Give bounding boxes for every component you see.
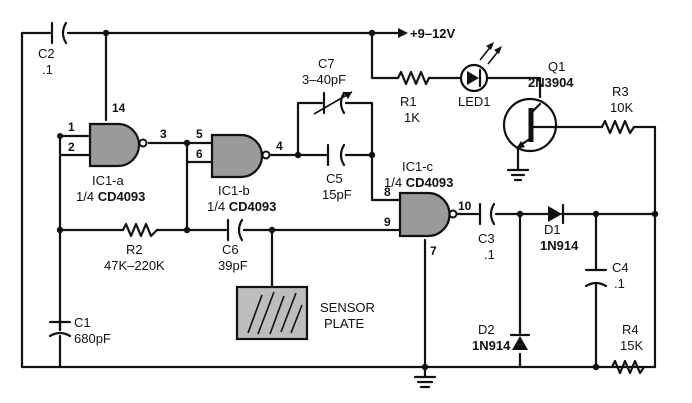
resistor-r1 [396,70,431,86]
c5-value: 15pF [322,187,352,202]
c4-ref: C4 [612,260,629,275]
resistor-r2 [121,222,159,238]
r2-ref: R2 [126,242,143,257]
c3-ref: C3 [478,231,495,246]
r2-value: 47K–220K [104,258,165,273]
gate-ic1c [398,191,458,238]
c7-value: 3–40pF [302,72,346,87]
pin-7: 7 [430,244,437,258]
pin-9: 9 [384,215,391,229]
r1-value: 1K [404,110,420,125]
r1-ref: R1 [400,94,417,109]
sensor-label-line2: PLATE [324,316,365,331]
gate-ic1a [88,122,148,168]
pin-3: 3 [160,127,167,141]
c6-value: 39pF [218,258,248,273]
r3-ref: R3 [612,84,629,99]
diode-d2 [509,333,531,350]
led1-ref: LED1 [458,94,491,109]
resistor-r4 [610,359,646,375]
pin-4: 4 [276,139,283,153]
c4-value: .1 [614,276,625,291]
resistor-r3 [600,119,636,135]
capacitor-c5 [326,143,346,167]
pin-2: 2 [68,140,75,154]
r3-value: 10K [610,100,633,115]
led1 [459,42,502,93]
sensor-label-line1: SENSOR [320,300,375,315]
c1-value: 680pF [74,331,111,346]
ic1c-name: IC1-c [402,159,434,174]
pin-14: 14 [112,101,126,115]
ic1b-name: IC1-b [218,183,250,198]
c6-ref: C6 [222,242,239,257]
c1-ref: C1 [74,315,91,330]
c5-ref: C5 [326,171,343,186]
d2-ref: D2 [478,322,495,337]
c3-value: .1 [484,247,495,262]
r4-ref: R4 [622,322,639,337]
pin-8: 8 [384,185,391,199]
capacitor-c2 [50,21,68,45]
d1-part: 1N914 [540,238,579,253]
capacitor-c3 [478,202,496,226]
c2-value: .1 [42,62,53,77]
gate-ic1b [210,133,271,179]
d1-ref: D1 [544,222,561,237]
capacitor-c6 [226,218,244,242]
diode-d1 [548,203,565,225]
ic1a-name: IC1-a [92,173,125,188]
q1-ref: Q1 [548,59,565,74]
ic1c-part: 1/4 CD4093 [384,175,453,190]
pin-10: 10 [458,199,472,213]
capacitor-c7 [313,91,353,115]
capacitor-c1 [48,318,72,338]
pin-6: 6 [196,147,203,161]
ic1a-part: 1/4 CD4093 [76,189,145,204]
capacitor-c4 [584,268,608,288]
pin-5: 5 [196,127,203,141]
ic1b-part: 1/4 CD4093 [207,199,276,214]
r4-value: 15K [620,338,643,353]
junctions [56,29,659,371]
ground-main [413,365,437,389]
pin-1: 1 [68,120,75,134]
sensor-plate [235,285,309,341]
supply-label: +9–12V [410,26,456,41]
q1-part: 2N3904 [528,75,574,90]
transistor-q1 [502,97,558,153]
c7-ref: C7 [318,56,335,71]
d2-part: 1N914 [472,338,511,353]
ground-q1 [506,168,530,182]
c2-ref: C2 [38,46,55,61]
